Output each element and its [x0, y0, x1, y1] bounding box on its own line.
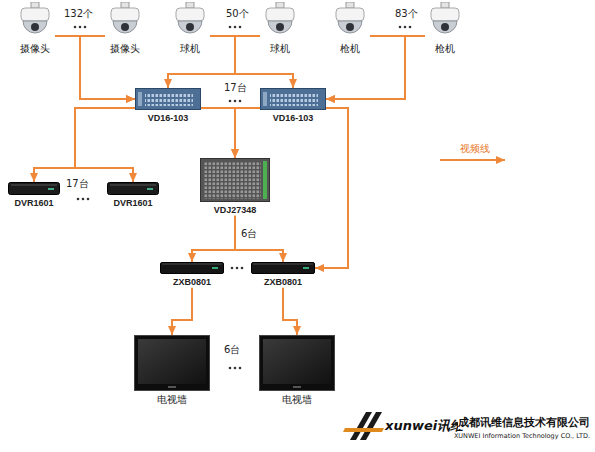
node-label: 电视墙: [259, 394, 335, 406]
zxb-icon: [251, 262, 315, 274]
node-label: ZXB0801: [251, 277, 315, 288]
video-line: [283, 288, 297, 335]
cam-icon: [425, 2, 465, 40]
count-label: 83个: [395, 8, 418, 20]
device-node: ZXB0801: [251, 262, 315, 288]
cam-icon: [170, 2, 210, 40]
device-node: 摄像头: [15, 2, 55, 55]
node-label: 枪机: [330, 43, 370, 55]
device-node: 枪机: [330, 2, 370, 55]
video-line: [34, 108, 135, 182]
device-node: 球机: [170, 2, 210, 55]
count-label: 17台: [66, 178, 89, 190]
vd-icon: [260, 88, 326, 110]
device-node: 电视墙: [259, 335, 335, 406]
tv-icon: [134, 335, 210, 391]
device-node: ZXB0801: [160, 262, 224, 288]
device-node: VD16-103: [135, 88, 201, 124]
legend-line: [440, 159, 505, 161]
device-node: 摄像头: [105, 2, 145, 55]
cam-icon: [15, 2, 55, 40]
tv-icon: [259, 335, 335, 391]
ellipsis-dots: [74, 26, 412, 370]
count-label: 132个: [64, 8, 93, 20]
cam-icon: [330, 2, 370, 40]
node-label: 摄像头: [105, 43, 145, 55]
video-line: [168, 36, 235, 88]
cam-icon: [105, 2, 145, 40]
video-line: [326, 36, 425, 99]
node-label: 枪机: [425, 43, 465, 55]
device-node: VD16-103: [260, 88, 326, 124]
node-label: VDJ27348: [200, 205, 270, 216]
video-line: [315, 108, 348, 268]
video-line: [326, 36, 405, 99]
device-node: 球机: [260, 2, 300, 55]
logo-text: xunwei讯维: [385, 418, 463, 434]
node-label: 球机: [260, 43, 300, 55]
video-line: [172, 288, 192, 335]
node-label: 电视墙: [134, 394, 210, 406]
node-label: DVR1601: [8, 198, 60, 209]
video-line: [235, 108, 260, 158]
count-label: 6台: [224, 344, 240, 356]
count-label: 6台: [241, 228, 257, 240]
device-node: 枪机: [425, 2, 465, 55]
dvr-icon: [107, 182, 159, 195]
cam-icon: [260, 2, 300, 40]
node-label: VD16-103: [135, 113, 201, 124]
device-node: 电视墙: [134, 335, 210, 406]
video-line: [235, 216, 283, 262]
count-label: 17台: [224, 82, 247, 94]
legend-text: 视频线: [460, 143, 490, 155]
logo-text: XUNWEI Information Technology CO., LTD.: [454, 433, 590, 441]
video-line: [192, 216, 235, 262]
video-line: [75, 108, 135, 182]
node-label: 摄像头: [15, 43, 55, 55]
logo-text: 成都讯维信息技术有限公司: [458, 416, 590, 429]
node-label: DVR1601: [107, 198, 159, 209]
node-label: VD16-103: [260, 113, 326, 124]
vd-icon: [135, 88, 201, 110]
node-label: 球机: [170, 43, 210, 55]
vdj-icon: [200, 158, 270, 202]
logo-mark: [343, 412, 384, 440]
count-label: 50个: [226, 8, 249, 20]
device-node: DVR1601: [107, 182, 159, 209]
video-line: [201, 108, 235, 158]
device-node: VDJ27348: [200, 158, 270, 216]
dvr-icon: [8, 182, 60, 195]
device-node: DVR1601: [8, 182, 60, 209]
node-label: ZXB0801: [160, 277, 224, 288]
zxb-icon: [160, 262, 224, 274]
